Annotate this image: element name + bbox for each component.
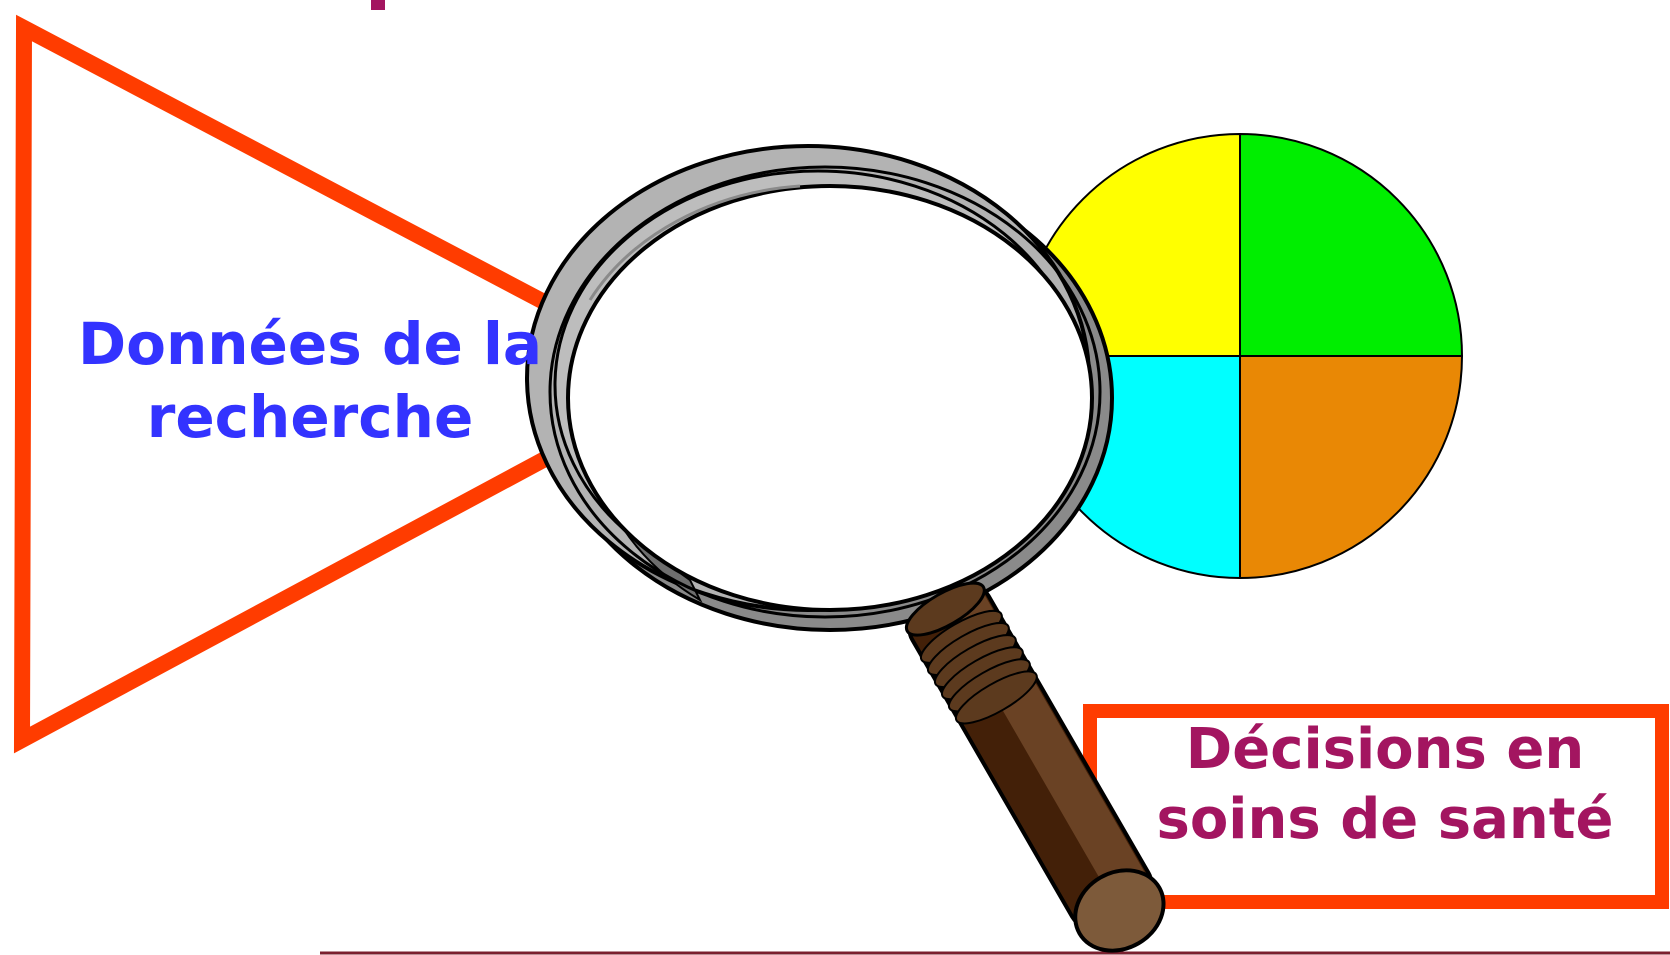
pie-slice-green	[1240, 134, 1462, 356]
decisions-label-line1: Décisions en	[1120, 715, 1650, 785]
decisions-label-line2: soins de santé	[1120, 785, 1650, 855]
pie-slice-orange	[1240, 356, 1462, 578]
title-fragment-mark	[371, 0, 385, 10]
research-label-line1: Données de la	[40, 308, 580, 381]
research-label-line2: recherche	[40, 381, 580, 454]
research-data-label: Données de la recherche	[40, 308, 580, 453]
decisions-label: Décisions en soins de santé	[1120, 715, 1650, 855]
